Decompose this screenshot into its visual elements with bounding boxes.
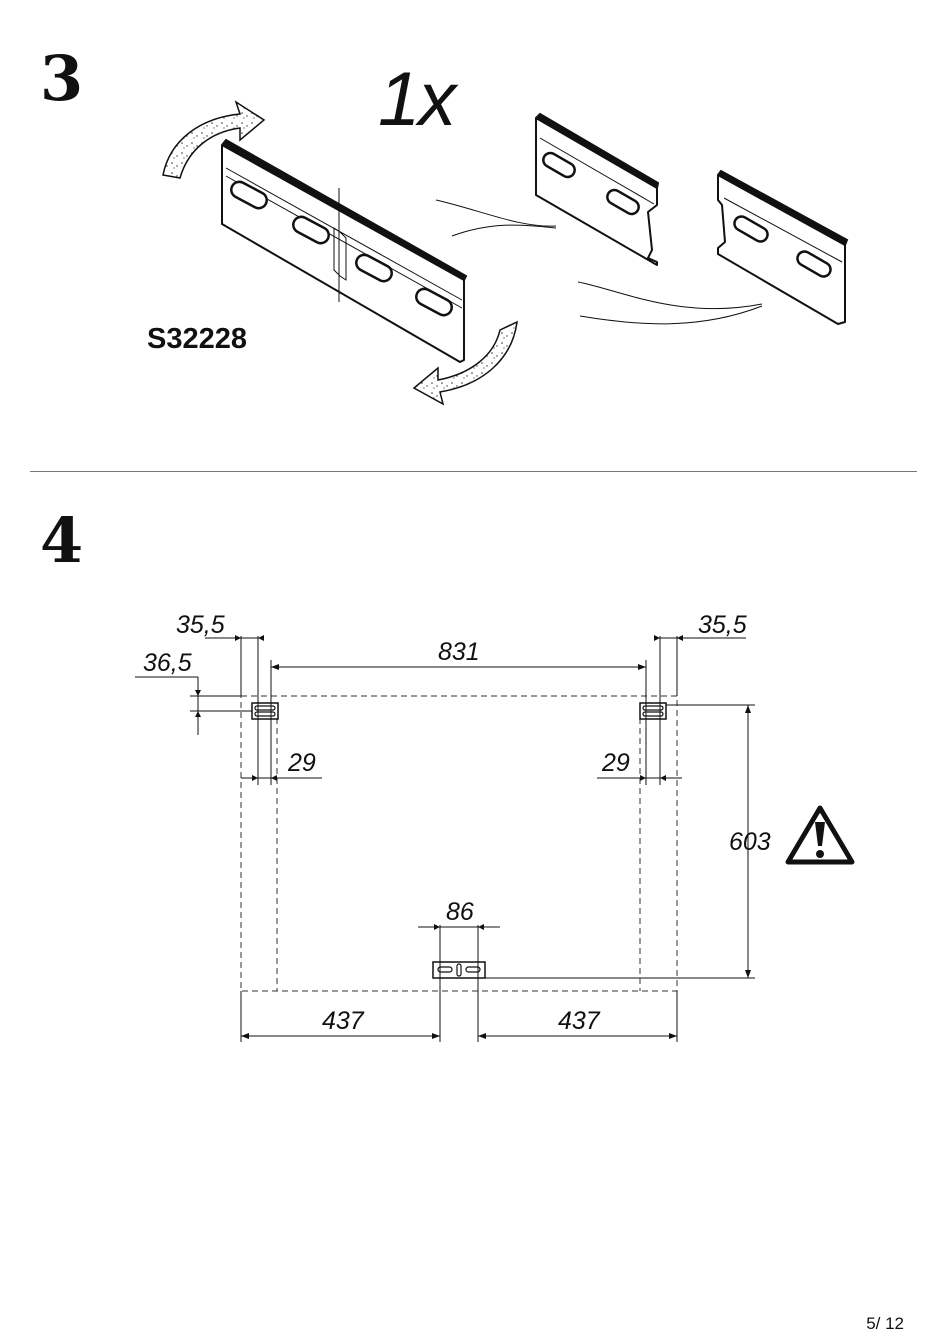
dim-bottom-left: 437 xyxy=(322,1007,365,1035)
dim-height: 603 xyxy=(729,828,771,856)
dim-top-offset: 36,5 xyxy=(143,649,192,677)
dim-right-inner: 29 xyxy=(601,749,630,777)
warning-icon xyxy=(788,808,852,862)
bracket-top-left xyxy=(252,703,278,719)
dim-bottom-right: 437 xyxy=(558,1007,601,1035)
bracket-top-right xyxy=(640,703,666,719)
dim-bottom-bracket: 86 xyxy=(446,898,474,926)
page-number: 5/ 12 xyxy=(866,1315,904,1332)
dim-left-offset: 35,5 xyxy=(176,611,225,639)
dim-span-top: 831 xyxy=(438,638,480,666)
bracket-bottom xyxy=(433,962,485,978)
dim-left-inner: 29 xyxy=(287,749,316,777)
dim-right-offset: 35,5 xyxy=(698,611,747,639)
